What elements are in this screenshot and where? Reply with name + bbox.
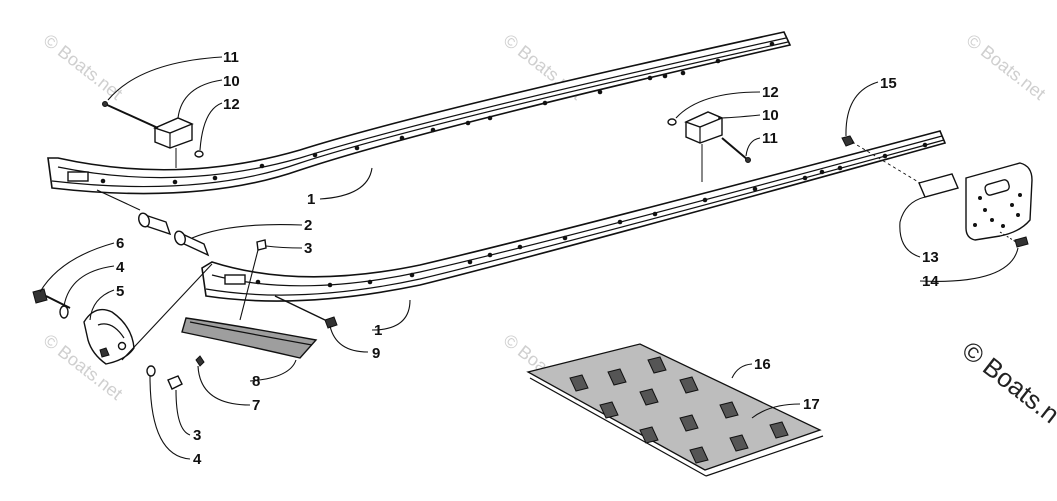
stopper-block-left [102,101,204,168]
nut-3 [167,375,183,390]
callout-labels: 11 10 12 12 10 11 15 1 2 3 6 4 5 1 9 8 7… [116,49,939,468]
callout-label: 3 [193,427,201,444]
rail-slot [67,171,89,182]
callout-label: 2 [304,217,312,234]
callout-label: 12 [223,96,240,113]
wear-strip [181,317,318,359]
nut-3-top [256,239,267,251]
callout-label: 6 [116,235,124,252]
nut-15 [841,135,926,187]
rail-slot [224,274,246,285]
callout-label: 14 [922,273,939,290]
upper-slide-rail [47,31,792,195]
screw-7 [195,355,205,367]
spacer-tube-lower [174,230,210,257]
spacer-tube-upper [138,212,172,236]
callout-label: 17 [803,396,820,413]
front-bumper [32,288,135,365]
callout-label: 3 [304,240,312,257]
callout-label: 7 [252,397,260,414]
callout-label: 9 [372,345,380,362]
leader-lines [39,56,1019,460]
callout-label: 10 [762,107,779,124]
callout-label: 12 [762,84,779,101]
callout-label: 16 [754,356,771,373]
bolt-9 [324,316,338,329]
callout-label: 1 [374,322,382,339]
stopper-block-right [667,111,751,182]
callout-label: 13 [922,249,939,266]
track [526,343,824,477]
callout-label: 11 [223,49,239,66]
callout-label: 8 [252,373,260,390]
rear-plate [918,162,1033,248]
callout-label: 5 [116,283,124,300]
washer-4 [146,365,156,377]
callout-label: 4 [193,451,202,468]
callout-label: 10 [223,73,240,90]
callout-label: 11 [762,130,778,147]
callout-label: 15 [880,75,897,92]
lower-slide-rail [201,130,947,302]
callout-label: 4 [116,259,125,276]
callout-label: 1 [307,191,315,208]
